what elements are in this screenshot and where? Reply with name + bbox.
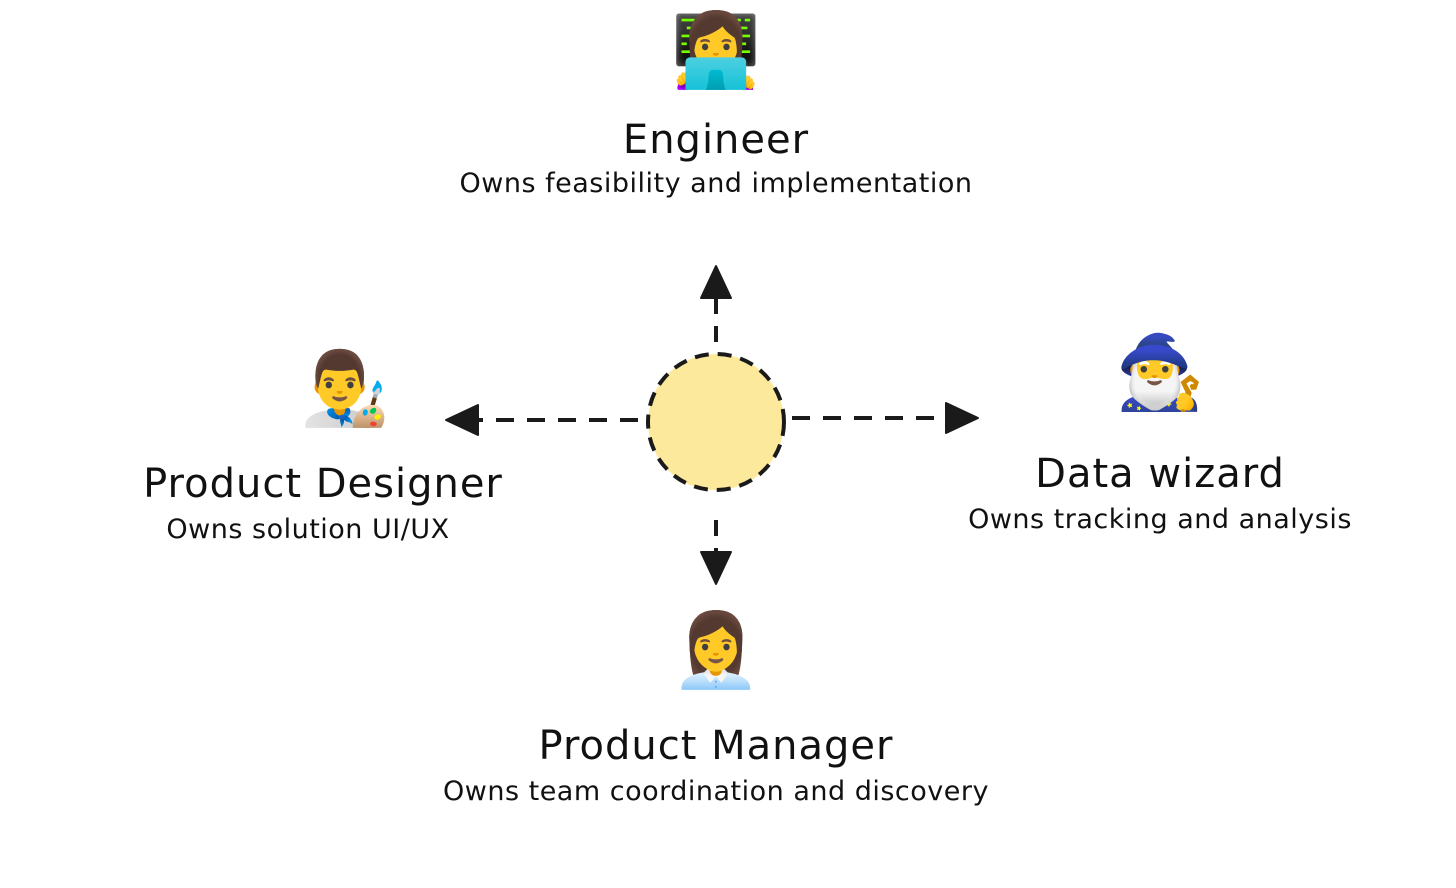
role-title: Data wizard [1035, 451, 1285, 497]
arrowhead-down-icon [700, 551, 732, 585]
central-hub [646, 352, 786, 492]
man-artist-icon: 👨‍🎨 [300, 346, 390, 430]
role-description: Owns team coordination and discovery [443, 776, 989, 807]
woman-office-worker-icon: 👩‍💼 [671, 608, 761, 692]
arrowhead-right-icon [945, 402, 979, 434]
role-pm: 👩‍💼 Product Manager Owns team coordinati… [376, 614, 1056, 808]
role-description: Owns tracking and analysis [968, 504, 1352, 535]
role-title: Engineer [622, 117, 810, 163]
role-title: Product Manager [538, 723, 894, 769]
role-description: Owns solution UI/UX [166, 514, 450, 545]
role-designer: 👨‍🎨 Product Designer Owns solution UI/UX [98, 352, 548, 546]
woman-technologist-icon: 👩‍💻 [671, 8, 761, 92]
arrowhead-up-icon [700, 265, 732, 299]
role-data: 🧙‍♂️ Data wizard Owns tracking and analy… [940, 336, 1380, 536]
role-description: Owns feasibility and implementation [459, 168, 973, 199]
mage-icon: 🧙‍♂️ [1115, 330, 1205, 414]
role-title: Product Designer [143, 461, 503, 507]
role-engineer: 👩‍💻 Engineer Owns feasibility and implem… [416, 14, 1016, 200]
arrowhead-left-icon [445, 404, 479, 436]
